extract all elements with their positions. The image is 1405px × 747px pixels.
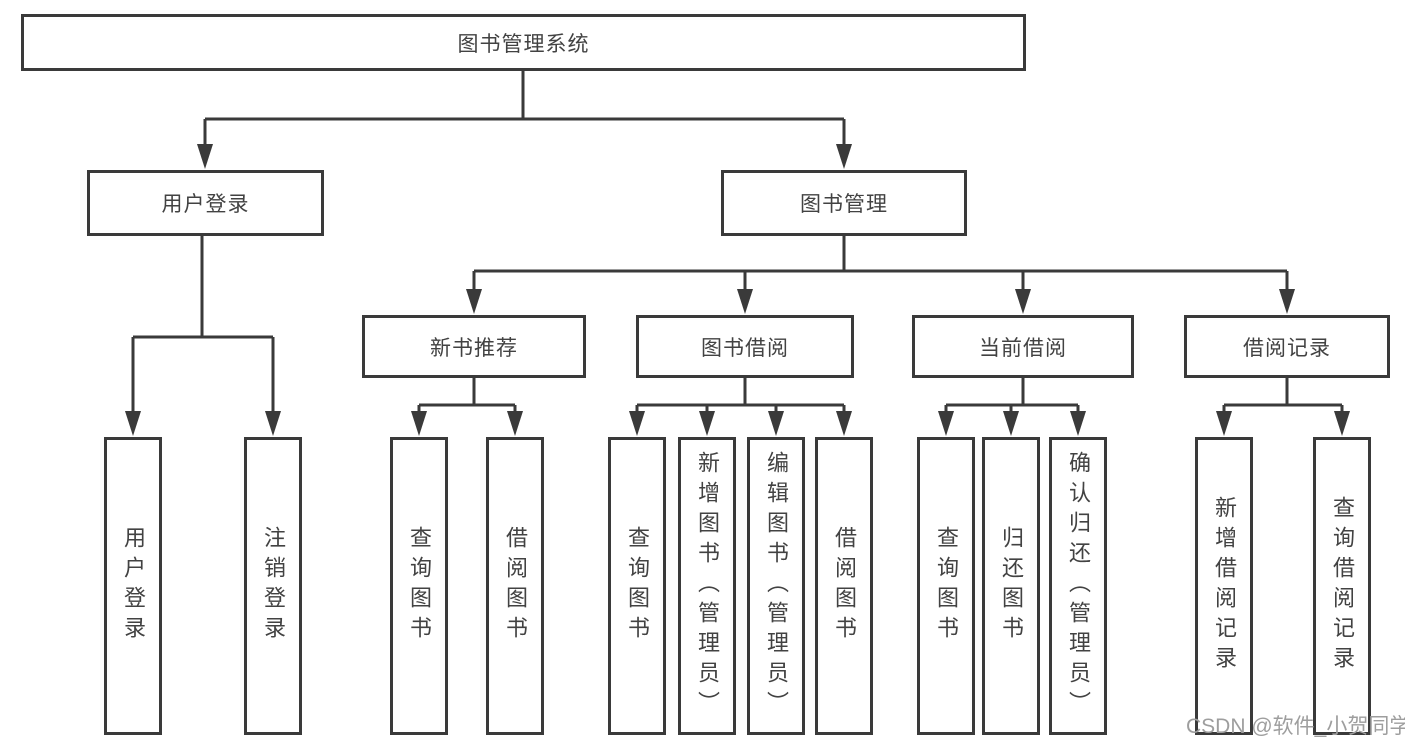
arrow-down-icon (1015, 289, 1031, 314)
node-root-label: 图书管理系统 (457, 32, 590, 56)
arrow-down-icon (197, 144, 213, 169)
leaf-return-book: 归还图书 (982, 437, 1040, 735)
csdn-watermark: CSDN @软件_小贺同学 (1186, 715, 1405, 738)
leaf-query-books-current: 查询图书 (917, 437, 975, 735)
arrow-down-icon (768, 411, 784, 436)
arrow-down-icon (265, 411, 281, 436)
arrow-down-icon (836, 144, 852, 169)
arrow-down-icon (466, 289, 482, 314)
leaf-confirm-return-admin-label: 确认归还（管理员） (1066, 451, 1091, 721)
connector-book-management (472, 236, 1289, 293)
arrow-down-icon (629, 411, 645, 436)
arrow-down-icon (1334, 411, 1350, 436)
node-borrow-records: 借阅记录 (1184, 315, 1390, 378)
leaf-query-books-current-label: 查询图书 (934, 526, 959, 646)
arrow-down-icon (836, 411, 852, 436)
arrowheads (125, 144, 1350, 436)
arrow-down-icon (507, 411, 523, 436)
leaf-query-borrow-record: 查询借阅记录 (1313, 437, 1371, 735)
node-book-borrow-label: 图书借阅 (701, 336, 789, 360)
connector-current-borrow (944, 378, 1080, 414)
leaf-edit-book-admin-label: 编辑图书（管理员） (764, 451, 789, 721)
arrow-down-icon (699, 411, 715, 436)
node-user-login: 用户登录 (87, 170, 324, 236)
connector-book-borrow (635, 378, 846, 414)
leaf-add-borrow-record-label: 新增借阅记录 (1212, 496, 1237, 676)
leaf-add-book-admin-label: 新增图书（管理员） (695, 451, 720, 721)
arrow-down-icon (1279, 289, 1295, 314)
leaf-confirm-return-admin: 确认归还（管理员） (1049, 437, 1107, 735)
node-book-management: 图书管理 (721, 170, 967, 236)
connector-borrow-records (1222, 378, 1344, 414)
leaf-borrow-books: 借阅图书 (815, 437, 873, 735)
leaf-logout: 注销登录 (244, 437, 302, 735)
arrow-down-icon (938, 411, 954, 436)
leaf-return-book-label: 归还图书 (999, 526, 1024, 646)
node-book-management-label: 图书管理 (800, 193, 888, 216)
node-borrow-records-label: 借阅记录 (1243, 336, 1331, 360)
node-book-borrow: 图书借阅 (636, 315, 854, 378)
node-root: 图书管理系统 (21, 14, 1026, 71)
arrow-down-icon (1070, 411, 1086, 436)
leaf-borrow-books-label: 借阅图书 (832, 526, 857, 646)
leaf-edit-book-admin: 编辑图书（管理员） (747, 437, 805, 735)
node-current-borrow-label: 当前借阅 (979, 336, 1067, 360)
leaf-add-book-admin: 新增图书（管理员） (678, 437, 736, 735)
leaf-add-borrow-record: 新增借阅记录 (1195, 437, 1253, 735)
arrow-down-icon (125, 411, 141, 436)
node-new-book-recommend-label: 新书推荐 (430, 336, 518, 360)
leaf-query-books-borrow-label: 查询图书 (625, 526, 650, 646)
node-new-book-recommend: 新书推荐 (362, 315, 586, 378)
leaf-logout-label: 注销登录 (261, 526, 286, 646)
arrow-down-icon (1216, 411, 1232, 436)
leaf-query-books-recommend-label: 查询图书 (407, 526, 432, 646)
leaf-borrow-books-recommend: 借阅图书 (486, 437, 544, 735)
leaf-query-books-recommend: 查询图书 (390, 437, 448, 735)
connector-user-login (131, 236, 275, 414)
arrow-down-icon (737, 289, 753, 314)
arrow-down-icon (1003, 411, 1019, 436)
node-user-login-label: 用户登录 (161, 193, 250, 216)
connector-new-book (417, 378, 517, 414)
leaf-query-borrow-record-label: 查询借阅记录 (1330, 496, 1355, 676)
leaf-user-login-label: 用户登录 (121, 526, 146, 646)
node-current-borrow: 当前借阅 (912, 315, 1134, 378)
leaf-borrow-books-recommend-label: 借阅图书 (503, 526, 528, 646)
leaf-user-login: 用户登录 (104, 437, 162, 735)
arrow-down-icon (411, 411, 427, 436)
leaf-query-books-borrow: 查询图书 (608, 437, 666, 735)
connector-root-split (203, 71, 846, 148)
